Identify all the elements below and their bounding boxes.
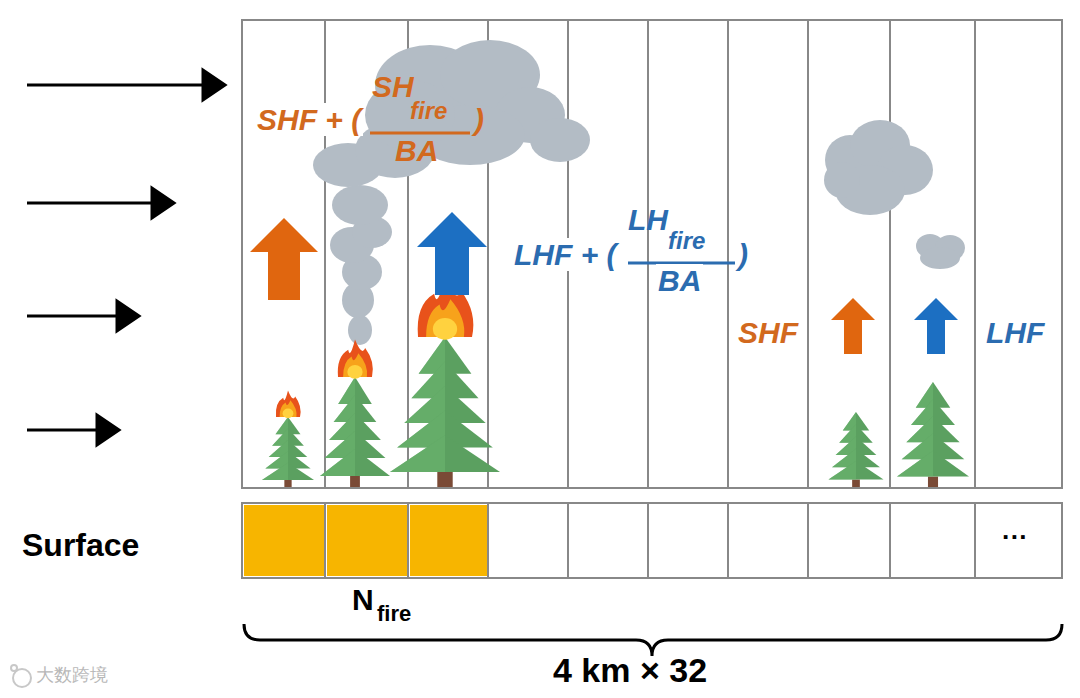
smoke-plume bbox=[313, 40, 590, 345]
formula-denominator: BA bbox=[395, 134, 438, 167]
formula-denominator: BA bbox=[656, 264, 703, 297]
row-label: Surface bbox=[22, 528, 139, 563]
formula-text: SHF + ( bbox=[255, 103, 363, 136]
flux-label: LHF bbox=[986, 316, 1044, 349]
ellipsis: ··· bbox=[1002, 523, 1028, 552]
formula-text: ) bbox=[736, 238, 750, 271]
flux-arrows bbox=[250, 212, 958, 354]
formula-numerator: LH bbox=[628, 203, 668, 236]
grid-columns bbox=[242, 20, 1062, 578]
watermark-logo bbox=[11, 665, 31, 687]
formula-text: LHF + ( bbox=[512, 238, 619, 271]
trees bbox=[262, 278, 969, 487]
surface-row bbox=[242, 503, 1062, 578]
formula-numerator: SH bbox=[372, 70, 414, 103]
flux-label: SHF bbox=[738, 316, 798, 349]
cloud bbox=[824, 120, 965, 269]
count-label: N bbox=[352, 583, 374, 616]
dimension-label: 4 km × 32 bbox=[553, 652, 707, 689]
wind-arrows bbox=[27, 70, 225, 445]
formula-subscript: fire bbox=[666, 228, 707, 254]
formula-text: ) bbox=[474, 103, 484, 136]
count-subscript: fire bbox=[377, 602, 411, 626]
formula-subscript: fire bbox=[410, 98, 447, 124]
watermark: 大数跨境 bbox=[36, 666, 108, 686]
